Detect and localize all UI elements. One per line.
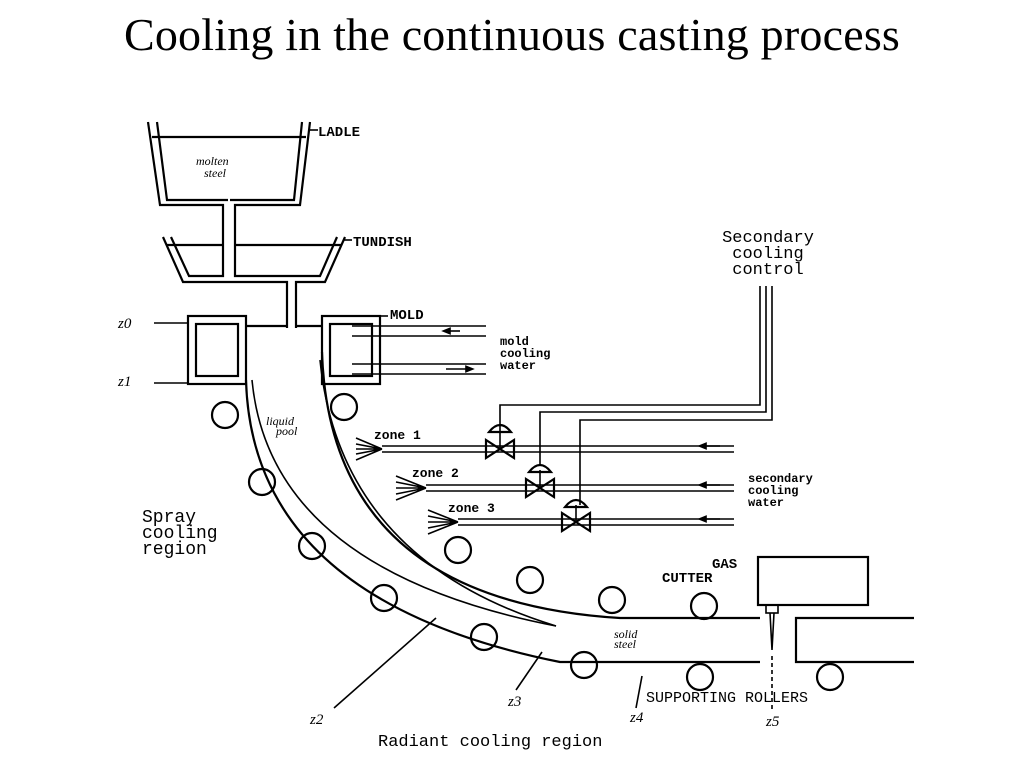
- secondary-control-label-1: Secondary: [722, 229, 814, 248]
- supporting-rollers: [210, 392, 845, 692]
- secondary-control-label-2: cooling: [732, 245, 803, 264]
- z1-label: z1: [117, 374, 131, 390]
- tundish: [161, 236, 347, 328]
- slide-title: Cooling in the continuous casting proces…: [123, 9, 901, 60]
- roller: [515, 565, 545, 595]
- gas-cutter-box: [756, 555, 870, 607]
- z3-label: z3: [507, 694, 521, 710]
- zone2-label: zone 2: [412, 466, 459, 481]
- roller: [329, 392, 359, 422]
- supporting-rollers-label: SUPPORTING ROLLERS: [646, 690, 808, 707]
- mold: [186, 314, 382, 386]
- cutter-nozzle: [765, 604, 779, 614]
- strand: [244, 351, 760, 664]
- molten-label-1: molten: [196, 154, 229, 168]
- roller: [685, 662, 715, 692]
- roller: [443, 535, 473, 565]
- mold-cooling-pipes: [352, 325, 486, 375]
- secondary-water-label-1: secondary: [748, 472, 813, 486]
- z5-label: z5: [765, 714, 780, 730]
- mold-water-label-3: water: [500, 359, 536, 373]
- gas-label: GAS: [712, 557, 737, 573]
- z4-label: z4: [629, 710, 644, 726]
- spray-region-label-3: region: [142, 540, 207, 560]
- roller: [469, 622, 499, 652]
- spray-region-label-1: Spray: [142, 508, 196, 528]
- roller: [597, 585, 627, 615]
- zone1-spray-line: [355, 423, 734, 461]
- zone2-spray-line: [395, 463, 734, 501]
- secondary-control-label-3: control: [732, 261, 803, 280]
- zone1-label: zone 1: [374, 428, 421, 443]
- mold-water-label-1: mold: [500, 335, 529, 349]
- z4-line: [635, 675, 643, 709]
- z0-label: z0: [117, 316, 132, 332]
- roller: [689, 591, 719, 621]
- secondary-control-lines: [499, 286, 773, 505]
- mold-water-label-2: cooling: [500, 347, 550, 361]
- radiant-region-label: Radiant cooling region: [378, 733, 602, 752]
- roller: [369, 583, 399, 613]
- z2-label: z2: [309, 712, 324, 728]
- secondary-water-label-3: water: [748, 496, 784, 510]
- roller: [247, 467, 277, 497]
- roller: [815, 662, 845, 692]
- solid-label-2: steel: [614, 637, 637, 651]
- cut-slab: [794, 616, 914, 664]
- molten-label-2: steel: [204, 166, 227, 180]
- liquid-label-1: liquid: [266, 414, 295, 428]
- mold-label: MOLD: [390, 308, 424, 324]
- roller: [297, 531, 327, 561]
- solid-label-1: solid: [614, 627, 638, 641]
- spray-region-label-2: cooling: [142, 524, 218, 544]
- roller: [569, 650, 599, 680]
- secondary-water-label-2: cooling: [748, 484, 798, 498]
- tundish-label: TUNDISH: [353, 235, 412, 251]
- roller: [210, 400, 240, 430]
- z2-line: [333, 617, 437, 709]
- zone3-label: zone 3: [448, 501, 495, 516]
- ladle-label: LADLE: [318, 125, 360, 141]
- zone3-spray-line: [427, 498, 734, 535]
- ladle: [146, 121, 312, 245]
- cutter-flame: [769, 612, 775, 651]
- liquid-label-2: pool: [275, 424, 298, 438]
- cutter-label: CUTTER: [662, 571, 713, 587]
- z3-line: [515, 651, 543, 691]
